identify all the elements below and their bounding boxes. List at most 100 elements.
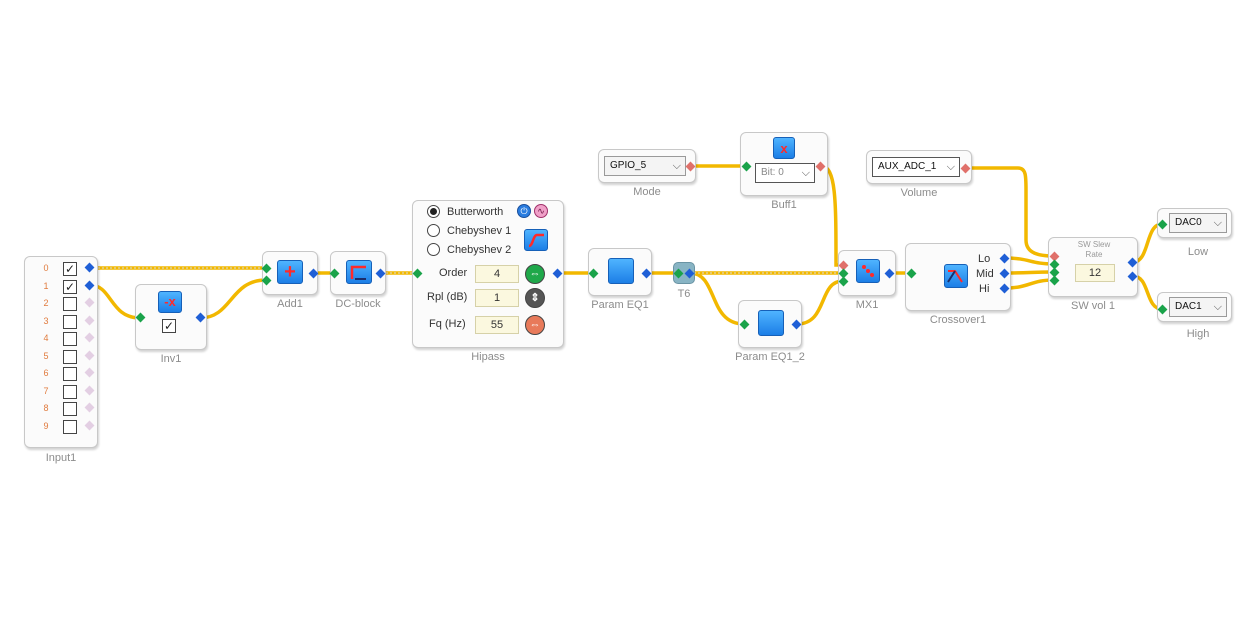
buff1-caption: Buff1	[771, 199, 797, 211]
inv1-caption: Inv1	[160, 353, 182, 365]
highpass-curve-icon	[350, 265, 366, 280]
hipass-rpl-stepper-icon[interactable]: ⇕	[525, 288, 545, 308]
input1-channel-checkbox[interactable]	[63, 349, 77, 364]
input1-channel-checkbox[interactable]	[63, 314, 77, 329]
dcblock-icon[interactable]	[346, 260, 372, 284]
input1-channel-checkbox[interactable]	[63, 419, 77, 434]
hipass-power-icon[interactable]: ⏻	[517, 204, 531, 218]
volume-caption: Volume	[900, 187, 938, 199]
hipass-block[interactable]: Butterworth Chebyshev 1 Chebyshev 2 ⏻ ∿ …	[412, 200, 564, 348]
mode-caption: Mode	[633, 186, 661, 198]
input1-row-label: 5	[43, 350, 49, 361]
hipass-fq-stepper-icon[interactable]: ⇔	[525, 315, 545, 335]
input1-channel-checkbox[interactable]	[63, 297, 77, 311]
add1-block[interactable]: +	[262, 251, 318, 295]
input1-channel-checkbox[interactable]	[63, 332, 77, 346]
swvol1-caption: SW vol 1	[1070, 300, 1115, 312]
t6-caption: T6	[677, 288, 691, 300]
swvol1-slew-label: SW Slew Rate	[1077, 240, 1111, 259]
low-block[interactable]: DAC0 ⌵	[1157, 208, 1232, 238]
input1-row-label: 0	[43, 263, 49, 273]
crossover1-icon[interactable]	[944, 264, 968, 288]
mode-block[interactable]: GPIO_5 ⌵	[598, 149, 696, 183]
input1-caption: Input1	[45, 452, 77, 464]
volume-dropdown[interactable]: AUX_ADC_1 ⌵	[872, 157, 960, 177]
input1-channel-checkbox[interactable]: ✓	[63, 262, 77, 276]
inv1-icon[interactable]: -x	[158, 291, 182, 313]
crossover1-caption: Crossover1	[929, 314, 987, 326]
chevron-down-icon: ⌵	[672, 160, 681, 172]
mixer-icon	[862, 265, 874, 277]
rising-curve-icon	[528, 233, 544, 248]
crossover1-lo-label: Lo	[978, 253, 991, 265]
low-dropdown-value: DAC0	[1175, 217, 1202, 228]
hipass-radio-chebyshev1[interactable]	[427, 224, 440, 237]
dcblock-caption: DC-block	[335, 298, 381, 310]
high-dropdown[interactable]: DAC1 ⌵	[1169, 297, 1227, 317]
hipass-radio-chebyshev2[interactable]	[427, 243, 440, 256]
add1-caption: Add1	[277, 298, 303, 310]
add1-icon[interactable]: +	[277, 260, 303, 284]
buff1-icon-label: x	[780, 141, 788, 156]
hipass-type-butterworth: Butterworth	[447, 206, 504, 218]
input1-channel-checkbox[interactable]	[63, 384, 77, 399]
wire-parameq12-mx1	[795, 279, 845, 326]
hipass-order-field[interactable]: 4	[475, 265, 519, 283]
hipass-radio-butterworth[interactable]	[427, 205, 440, 218]
hipass-wave-icon[interactable]: ∿	[534, 204, 548, 218]
inv1-icon-label: -x	[164, 294, 176, 309]
parameq1-caption: Param EQ1	[591, 299, 649, 311]
volume-dropdown-value: AUX_ADC_1	[878, 161, 937, 172]
input1-channel-checkbox[interactable]	[63, 402, 77, 416]
volume-block[interactable]: AUX_ADC_1 ⌵	[866, 150, 972, 184]
chevron-down-icon: ⌵	[801, 167, 810, 179]
wire-inv1-add1	[198, 278, 268, 320]
t6-block[interactable]	[673, 262, 695, 284]
high-caption: High	[1186, 328, 1210, 340]
hipass-order-stepper-icon[interactable]: ⇔	[525, 264, 545, 284]
input1-row-label: 4	[43, 333, 49, 343]
input1-row-label: 9	[43, 420, 49, 431]
input1-row-label: 3	[43, 315, 49, 326]
wire-lo-swvol	[1003, 256, 1056, 266]
add1-icon-label: +	[284, 261, 296, 283]
chevron-down-icon: ⌵	[1213, 217, 1222, 229]
buff1-bit-select[interactable]: Bit: 0 ⌵	[755, 163, 815, 183]
crossover1-mid-label: Mid	[976, 268, 994, 280]
inv1-block[interactable]: -x ✓	[135, 284, 207, 350]
wire-hi-swvol	[1003, 278, 1056, 290]
input1-row-label: 7	[43, 385, 49, 396]
input1-row-label: 1	[43, 280, 49, 291]
swvol1-block[interactable]: SW Slew Rate 12	[1048, 237, 1138, 297]
low-dropdown[interactable]: DAC0 ⌵	[1169, 213, 1227, 233]
mx1-caption: MX1	[855, 299, 879, 311]
hipass-order-label: Order	[439, 267, 468, 279]
hipass-caption: Hipass	[471, 351, 505, 363]
swvol1-slew-field[interactable]: 12	[1075, 264, 1115, 282]
mode-dropdown[interactable]: GPIO_5 ⌵	[604, 156, 686, 176]
hipass-fq-field[interactable]: 55	[475, 316, 519, 334]
input1-channel-checkbox[interactable]: ✓	[63, 279, 77, 294]
parameq12-icon[interactable]	[758, 310, 784, 336]
input1-channel-checkbox[interactable]	[63, 367, 77, 381]
high-block[interactable]: DAC1 ⌵	[1157, 292, 1232, 322]
hipass-rpl-label: Rpl (dB)	[427, 291, 468, 303]
input1-row-label: 6	[43, 368, 49, 378]
crossover-curve-icon	[947, 270, 963, 283]
wire-mid-swvol	[1003, 270, 1056, 275]
buff1-block[interactable]: x Bit: 0 ⌵	[740, 132, 828, 196]
hipass-filter-icon[interactable]	[524, 229, 548, 251]
inv1-checkbox[interactable]: ✓	[162, 319, 176, 333]
hipass-rpl-field[interactable]: 1	[475, 289, 519, 307]
crossover1-hi-label: Hi	[979, 283, 990, 295]
buff1-icon[interactable]: x	[773, 137, 795, 159]
parameq1-icon[interactable]	[608, 258, 634, 284]
parameq1-block[interactable]	[588, 248, 652, 296]
crossover1-block[interactable]: Lo Mid Hi	[905, 243, 1011, 311]
mode-dropdown-value: GPIO_5	[610, 160, 647, 171]
high-dropdown-value: DAC1	[1175, 301, 1202, 312]
mx1-icon[interactable]	[856, 259, 880, 283]
hipass-type-chebyshev1: Chebyshev 1	[447, 225, 512, 237]
buff1-bit-value: Bit: 0	[761, 167, 784, 178]
